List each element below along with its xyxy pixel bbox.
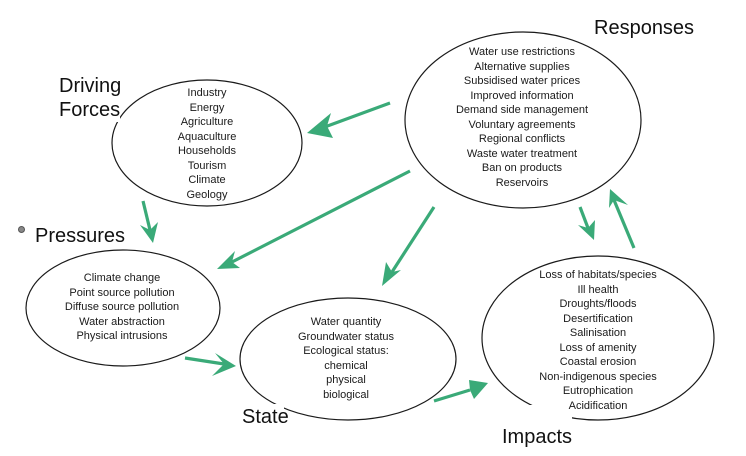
responses-title: Responses — [594, 17, 695, 39]
arrow-responses-to-pressures — [217, 169, 411, 269]
list-item: Ecological status: — [303, 345, 389, 357]
list-item: Aquaculture — [177, 130, 237, 143]
list-item: Geology — [186, 188, 228, 201]
list-item: Tourism — [187, 159, 227, 172]
list-item: Waste water treatment — [466, 147, 578, 160]
list-item: Groundwater status — [298, 330, 394, 343]
list-item: Alternative supplies — [474, 60, 570, 73]
arrow-state-to-impacts — [433, 380, 488, 403]
list-item: Non-indigenous species — [539, 370, 657, 383]
driving-forces-title: Driving Forces — [59, 74, 121, 122]
list-item: Climate change — [83, 272, 161, 284]
list-item: Water quantity — [310, 316, 382, 328]
arrow-driving-forces-to-pressures — [140, 200, 158, 243]
impacts-title: Impacts — [502, 426, 573, 448]
responses-items: Water use restrictions Alternative suppl… — [456, 45, 588, 190]
pressures-items: Climate change Point source pollution Di… — [65, 271, 179, 344]
responses-ellipse — [404, 31, 642, 209]
list-item: Ill health — [577, 283, 619, 296]
arrow-responses-to-driving-forces — [307, 101, 391, 138]
list-item: Reservoirs — [495, 176, 549, 189]
list-item: Demand side management — [455, 104, 589, 116]
list-item: Salinisation — [569, 327, 627, 339]
arrow-pressures-to-state — [184, 353, 236, 376]
list-item: Desertification — [563, 312, 633, 325]
bullet-dot-icon — [18, 226, 25, 233]
impacts-ellipse — [481, 255, 715, 421]
state-gap — [232, 404, 284, 426]
list-item: Climate — [188, 174, 226, 186]
list-item: biological — [323, 388, 369, 401]
driving-forces-items: Industry Energy Agriculture Aquaculture … — [178, 86, 237, 202]
list-item: Voluntary agreements — [468, 118, 576, 131]
list-item: Loss of amenity — [559, 341, 637, 354]
list-item: Diffuse source pollution — [64, 301, 180, 313]
list-item: Water abstraction — [79, 315, 165, 328]
list-item: Households — [177, 145, 237, 157]
driving-forces-ellipse — [111, 79, 303, 207]
list-item: Ban on products — [481, 162, 563, 174]
pressures-ellipse — [25, 249, 221, 367]
arrow-responses-to-impacts — [578, 206, 595, 240]
list-item: Droughts/floods — [559, 298, 637, 310]
list-item: Water use restrictions — [469, 46, 575, 58]
list-item: physical — [326, 374, 366, 386]
list-item: Eutrophication — [562, 385, 634, 397]
state-ellipse — [239, 297, 457, 421]
list-item: chemical — [324, 359, 368, 372]
list-item: Loss of habitats/species — [539, 269, 657, 281]
driving-forces-gap — [100, 96, 120, 122]
impacts-items: Loss of habitats/species Ill health Drou… — [539, 268, 656, 413]
list-item: Coastal erosion — [559, 356, 637, 368]
state-title: State — [242, 406, 289, 428]
impacts-gap — [512, 405, 572, 435]
arrow-impacts-to-responses — [609, 189, 636, 249]
list-item: Agriculture — [180, 116, 234, 128]
list-item: Energy — [189, 101, 225, 114]
driving-forces-title-line-2: Forces — [59, 99, 121, 121]
driving-forces-title-line-1: Driving — [59, 75, 122, 97]
list-item: Industry — [187, 87, 227, 99]
state-items: Water quantity Groundwater status Ecolog… — [298, 315, 394, 402]
list-item: Improved information — [470, 89, 574, 102]
list-item: Regional conflicts — [478, 133, 566, 145]
list-item: Physical intrusions — [76, 330, 168, 342]
list-item: Point source pollution — [69, 286, 175, 299]
pressures-title: Pressures — [35, 225, 126, 247]
list-item: Acidification — [568, 399, 628, 412]
list-item: Subsidised water prices — [463, 75, 581, 87]
arrow-responses-to-state — [382, 206, 436, 286]
